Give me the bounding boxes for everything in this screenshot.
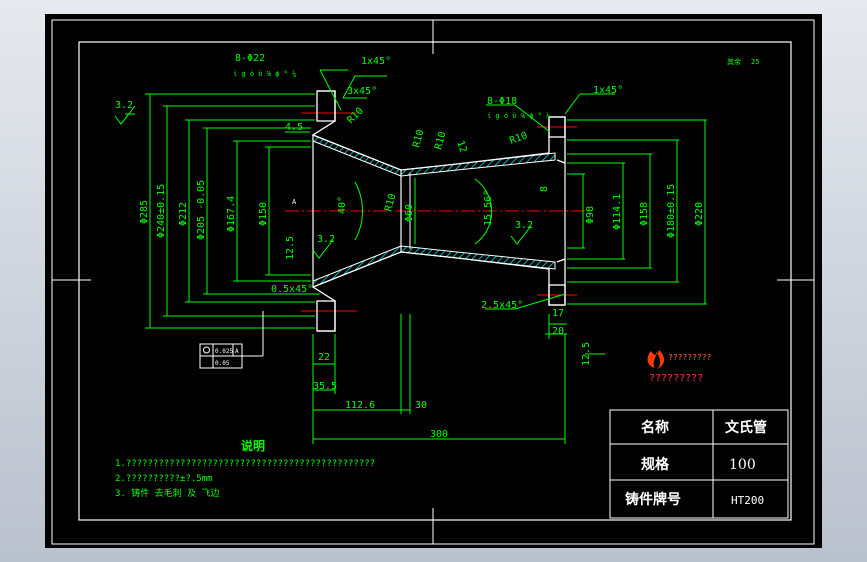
logo-subtext: ????????? [649,373,703,384]
gdt-flatness: 0.05 [215,360,230,367]
gdt-datum: A [235,348,239,355]
dia-220: Φ220 [694,202,705,226]
r10-a: R10 [345,106,366,127]
gdt-frame [199,311,264,369]
chamfer-05x45: 0.5x45° [271,284,313,295]
title-spec-value: 100 [729,457,756,473]
dim-300: 300 [430,429,448,440]
drawing-sheet: 其余 25 8-Φ22 ί g ό ϋ ℅ ϕ ° ¼ 8-Φ18 ί g ό … [45,14,822,548]
dia-150: Φ150 [258,202,269,226]
title-name-value: 文氏管 [725,419,767,436]
r10-c: R10 [433,130,448,150]
centering-marks [52,20,814,544]
logo [647,350,665,369]
rough-32-c: 3.2 [515,220,533,231]
dim-355: 35.5 [313,381,337,392]
logo-text: ????????? [668,353,712,362]
angle-12: 12 [454,139,468,154]
dim-45: 4.5 [285,122,303,133]
dim-20: 20 [552,326,564,337]
right-holes-label: 8-Φ18 [487,96,517,107]
dia-180: Φ180±0.15 [666,184,677,238]
dia-158: Φ158 [639,202,650,226]
dim-30: 30 [415,400,427,411]
notes-line-2: 2.??????????±?.5mm [115,474,213,484]
dia-240: Φ240±0.15 [156,184,167,238]
dim-1126: 112.6 [345,400,375,411]
chamfer-25x45: 2.5x45° [481,300,523,311]
rough-125: 12.5 [285,236,296,260]
title-name-label: 名称 [641,419,669,436]
dia-98: Φ98 [585,206,596,224]
left-flange-top [316,90,336,122]
cad-drawing: 其余 25 8-Φ22 ί g ό ϋ ℅ ϕ ° ¼ 8-Φ18 ί g ό … [51,19,815,545]
datum-a-label: A [292,198,297,206]
title-spec-label: 规格 [641,456,670,473]
chamfer-1x45-right: 1x45° [593,85,623,96]
right-flange-bottom [548,284,566,306]
rough-32-b: 3.2 [317,234,335,245]
dia-205: Φ205 -0.05 [196,180,207,240]
notes-line-3: 3. 铸件 去毛刺 及 飞边 [115,487,220,499]
rough-32-a: 3.2 [115,100,133,111]
inner-border [78,41,792,521]
right-holes-note: ί g ό ϋ ℅ ϕ ° ¼ [487,112,550,120]
angle-40: 40° [337,196,348,214]
dim-8: 8 [539,186,550,192]
roughness-symbols [114,105,532,259]
r10-e: R10 [383,192,398,212]
dim-22: 22 [318,352,330,363]
hatch-lower-wall [312,245,556,288]
dim-125-right: 12.5 [581,342,592,366]
venturi-part [311,90,566,332]
left-flange-bottom [316,300,336,332]
notes-title: 说明 [241,438,265,453]
roughness-other-label: 其余 [727,57,741,66]
r10-d: R10 [508,130,529,147]
r10-b: R10 [411,128,426,148]
dia-285: Φ285 [139,200,150,224]
left-holes-label: 8-Φ22 [235,53,265,64]
chamfer-1x45-left: 1x45° [361,56,391,67]
dia-60: Φ60 [404,204,415,222]
chamfer-3x45: 3x45° [347,86,377,97]
notes-line-1: 1.??????????????????????????????????????… [115,459,375,469]
gdt-tolerance: 0.025 [215,348,233,355]
dimension-lines [125,69,707,444]
dia-1141: Φ114.1 [612,194,623,230]
dia-212: Φ212 [178,202,189,226]
left-holes-note: ί g ό ϋ ℅ ϕ ° ¼ [233,70,296,78]
dia-1674: Φ167.4 [226,196,237,232]
title-material-label: 铸件牌号 [625,491,681,508]
right-flange-top [548,116,566,138]
title-block [609,409,789,519]
angle-1556: 15.56° [483,190,494,226]
roughness-other-value: 25 [751,58,759,66]
dim-17: 17 [552,308,564,319]
title-material-value: HT200 [731,494,764,507]
